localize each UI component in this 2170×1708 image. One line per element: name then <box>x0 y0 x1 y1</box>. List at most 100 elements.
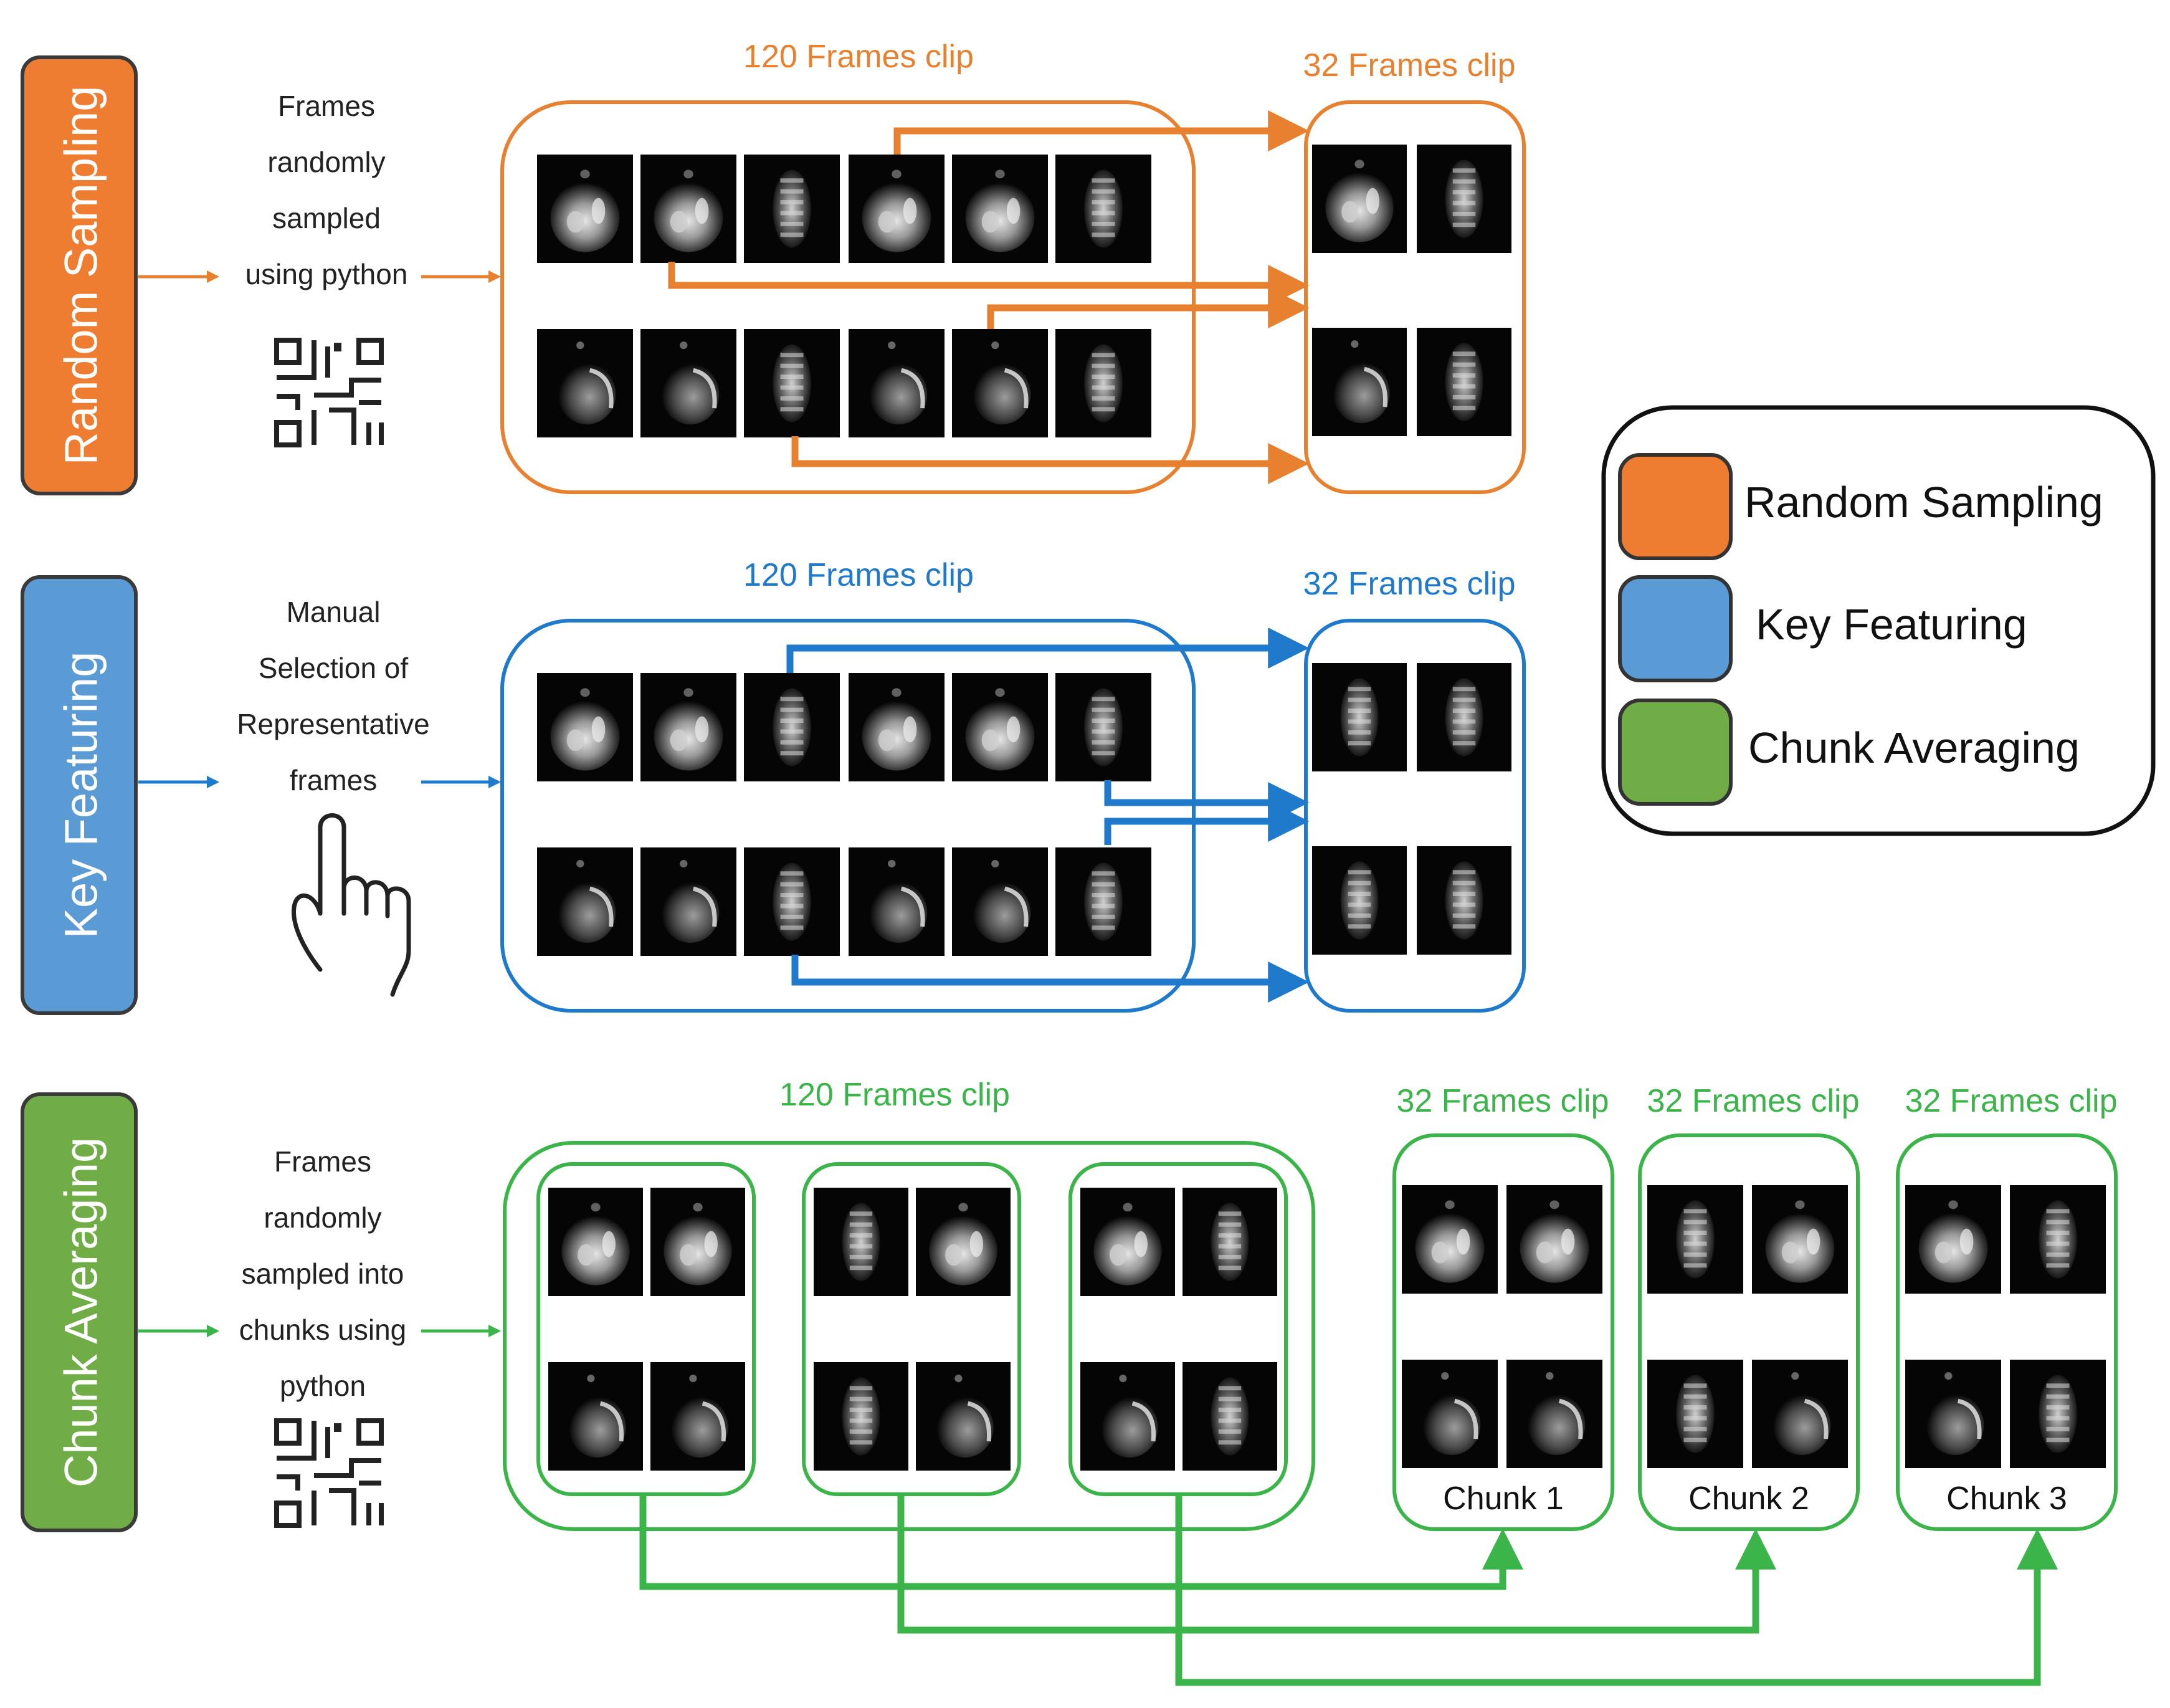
scan-highlight <box>1454 1398 1478 1439</box>
random-small-clip-title: 32 Frames clip <box>1303 47 1516 83</box>
key-input-frame <box>849 673 945 781</box>
spine-band <box>1452 913 1476 918</box>
scan-highlight <box>692 368 717 409</box>
random-description-line: using python <box>245 258 408 290</box>
spine-band <box>849 1233 873 1238</box>
chunk-group-frame <box>650 1188 745 1296</box>
scan-highlight <box>991 860 999 868</box>
spine-band <box>1092 718 1115 723</box>
spine-band <box>1218 1244 1242 1249</box>
random-input-frame <box>744 155 840 263</box>
spine-scan-shape <box>1340 678 1379 756</box>
scan-highlight <box>680 1244 697 1266</box>
spine-band <box>1092 221 1115 226</box>
scan-highlight <box>591 1203 601 1212</box>
spine-band <box>780 200 804 205</box>
scan-highlight <box>566 729 584 751</box>
chunk-arrow-2 <box>897 1494 1776 1634</box>
head-scan-shape <box>869 882 928 943</box>
legend-swatch <box>1618 699 1733 806</box>
brain-scan-shape <box>654 183 723 252</box>
spine-band <box>1092 925 1115 930</box>
spine-band <box>780 396 804 401</box>
legend-swatch <box>1618 575 1733 682</box>
spine-band <box>1683 1405 1707 1410</box>
brain-scan-shape <box>550 183 620 252</box>
spine-scan-shape <box>773 862 811 941</box>
spine-band <box>1092 363 1115 368</box>
brain-scan-shape <box>550 701 620 771</box>
scan-highlight <box>1546 1372 1554 1380</box>
spine-band <box>1218 1233 1242 1238</box>
spine-band <box>1218 1211 1242 1216</box>
spine-band <box>1452 201 1476 206</box>
head-scan-shape <box>1333 362 1390 424</box>
scan-highlight <box>602 1231 616 1257</box>
chunk-output-frame <box>1905 1185 2001 1294</box>
brain-scan-shape <box>654 701 723 771</box>
spine-band <box>1348 892 1371 897</box>
spine-band <box>1452 870 1476 875</box>
chunk-output-frame <box>2010 1185 2106 1294</box>
scan-highlight <box>576 860 584 868</box>
scan-highlight <box>1536 1241 1554 1264</box>
spine-band <box>1092 396 1115 401</box>
spine-band <box>1683 1252 1707 1257</box>
chunk-output-frame <box>2010 1360 2106 1468</box>
spine-scan-shape <box>1340 861 1379 940</box>
chunk-group-frame <box>916 1188 1011 1296</box>
key-category-bar <box>21 575 138 1015</box>
scan-highlight <box>591 716 606 743</box>
spine-band <box>849 1254 873 1259</box>
spine-scan-shape <box>842 1203 880 1281</box>
scan-highlight <box>578 1244 595 1266</box>
scan-highlight <box>888 860 896 868</box>
spine-band <box>2046 1241 2070 1246</box>
spine-band <box>849 1396 873 1401</box>
spine-band <box>1348 924 1371 929</box>
chunk-output-label: Chunk 1 <box>1443 1481 1564 1517</box>
qr-square <box>274 1500 302 1528</box>
scan-highlight <box>1549 1200 1559 1209</box>
chunk-output-frame <box>1905 1360 2001 1468</box>
spine-scan-shape <box>2039 1200 2077 1279</box>
scan-highlight <box>587 1375 595 1383</box>
spine-band <box>1452 211 1476 216</box>
spine-band <box>1348 880 1371 885</box>
spine-band <box>1092 740 1115 745</box>
scan-highlight <box>1351 340 1359 348</box>
random-selection-arrow <box>791 436 1310 484</box>
chunk-output-label: Chunk 2 <box>1688 1481 1809 1517</box>
scan-highlight <box>1134 1231 1148 1257</box>
chunk-output-title: 32 Frames clip <box>1905 1083 2118 1119</box>
random-category-bar <box>21 55 138 495</box>
brain-scan-shape <box>965 183 1035 252</box>
spine-band <box>1683 1241 1707 1246</box>
spine-band <box>1683 1416 1707 1421</box>
scan-highlight <box>981 729 999 751</box>
scan-highlight <box>969 1231 983 1257</box>
random-input-frame <box>640 155 736 263</box>
spine-band <box>849 1386 873 1391</box>
brain-scan-shape <box>1093 1216 1162 1286</box>
chunk-group-frame <box>548 1188 643 1296</box>
brain-scan-shape <box>965 701 1035 771</box>
spine-band <box>1092 914 1115 919</box>
random-input-frame <box>1055 329 1151 437</box>
legend-label: Key Featuring <box>1756 600 2027 649</box>
key-small-clip-title: 32 Frames clip <box>1303 566 1516 602</box>
key-output-frame <box>1312 846 1407 955</box>
scan-highlight <box>878 211 896 233</box>
spine-band <box>780 740 804 745</box>
spine-band <box>780 893 804 898</box>
spine-band <box>2046 1394 2070 1399</box>
spine-band <box>1452 719 1476 724</box>
pointing-hand-icon <box>292 813 411 997</box>
spine-band <box>1218 1429 1242 1434</box>
spine-band <box>1452 924 1476 929</box>
spine-band <box>780 904 804 909</box>
brain-scan-shape <box>929 1216 997 1286</box>
spine-band <box>780 751 804 756</box>
spine-band <box>1683 1219 1707 1224</box>
scan-highlight <box>1804 1398 1829 1439</box>
